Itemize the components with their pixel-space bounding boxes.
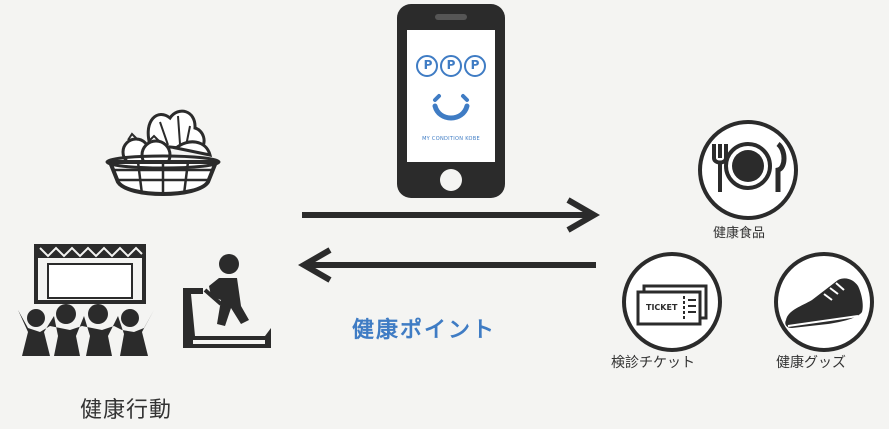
arrow-left-icon xyxy=(298,247,596,283)
ticket-label: 検診チケット xyxy=(611,355,695,371)
smartphone-icon xyxy=(397,4,505,198)
health-points-label: 健康ポイント xyxy=(352,318,497,343)
ticket-icon: TICKET xyxy=(622,252,722,352)
food-label: 健康食品 xyxy=(713,226,766,241)
vegetable-basket-icon xyxy=(105,109,221,196)
app-tagline: MY CONDITION KOBE xyxy=(422,136,480,142)
app-logo-letter: P xyxy=(470,58,480,72)
treadmill-icon xyxy=(183,254,271,348)
arrow-right-icon xyxy=(302,197,600,233)
app-logo-letter: P xyxy=(446,58,456,72)
sneaker-icon xyxy=(774,252,874,352)
goods-label: 健康グッズ xyxy=(776,355,846,371)
app-logo-letter: P xyxy=(423,58,433,72)
health-action-label: 健康行動 xyxy=(80,398,173,423)
concert-crowd-icon xyxy=(18,244,154,356)
ticket-text: TICKET xyxy=(646,303,678,312)
plate-cutlery-icon xyxy=(698,120,798,220)
